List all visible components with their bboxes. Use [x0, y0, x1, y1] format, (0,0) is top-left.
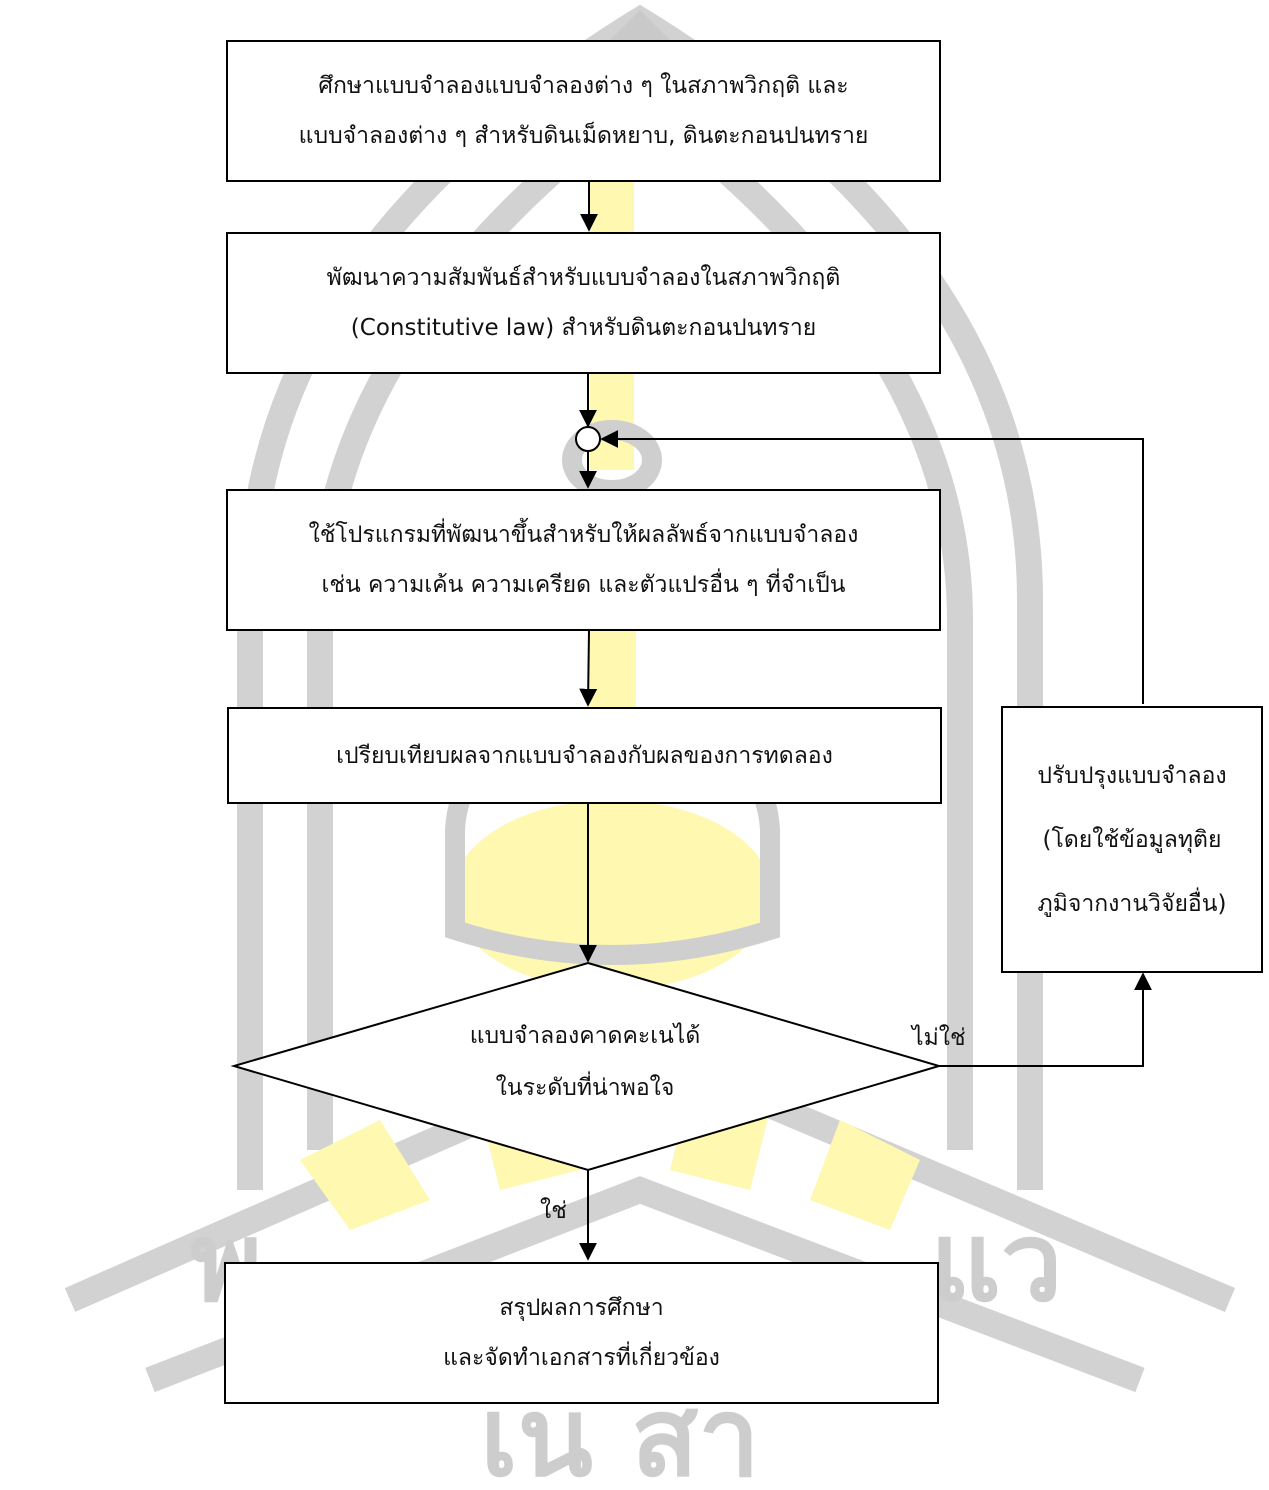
- step-improve-model: ปรับปรุงแบบจำลอง (โดยใช้ข้อมูลทุติย ภูมิ…: [1001, 706, 1263, 973]
- step-run-program-line1: ใช้โปรแกรมที่พัฒนาขึ้นสำหรับให้ผลลัพธ์จา…: [308, 522, 859, 548]
- decision-line1: แบบจำลองคาดคะเนได้: [469, 1023, 701, 1049]
- step-run-program: ใช้โปรแกรมที่พัฒนาขึ้นสำหรับให้ผลลัพธ์จา…: [226, 489, 941, 631]
- junction-circle: [575, 426, 601, 452]
- step-develop-line2: (Constitutive law) สำหรับดินตะกอนปนทราย: [350, 315, 817, 341]
- label-no: ไม่ใช่: [912, 1025, 966, 1051]
- svg-text:แว: แว: [930, 1197, 1063, 1326]
- step-study-models-line1: ศึกษาแบบจำลองแบบจำลองต่าง ๆ ในสภาพวิกฤติ…: [318, 73, 849, 99]
- step-run-program-line2: เช่น ความเค้น ความเครียด และตัวแปรอื่น ๆ…: [321, 572, 846, 598]
- step-study-models: ศึกษาแบบจำลองแบบจำลองต่าง ๆ ในสภาพวิกฤติ…: [226, 40, 941, 182]
- step-compare-results: เปรียบเทียบผลจากแบบจำลองกับผลของการทดลอง: [227, 707, 942, 804]
- step-study-models-line2: แบบจำลองต่าง ๆ สำหรับดินเม็ดหยาบ, ดินตะก…: [298, 123, 869, 149]
- step-conclusion-line2: และจัดทำเอกสารที่เกี่ยวข้อง: [443, 1345, 720, 1371]
- arrow-b3-b4: [579, 629, 598, 707]
- step-develop-constitutive-law: พัฒนาความสัมพันธ์สำหรับแบบจำลองในสภาพวิก…: [226, 232, 941, 374]
- arrow-b5-junction: [600, 430, 1144, 704]
- step-improve-line2: (โดยใช้ข้อมูลทุติย: [1042, 826, 1222, 853]
- step-improve-line3: ภูมิจากงานวิจัยอื่น): [1037, 890, 1227, 917]
- arrow-no-b5: [939, 972, 1152, 1067]
- decision-line2: ในระดับที่น่าพอใจ: [495, 1075, 675, 1101]
- step-conclusion-line1: สรุปผลการศึกษา: [499, 1295, 664, 1321]
- step-improve-line1: ปรับปรุงแบบจำลอง: [1037, 762, 1227, 789]
- step-compare-line1: เปรียบเทียบผลจากแบบจำลองกับผลของการทดลอง: [336, 742, 833, 769]
- step-conclusion: สรุปผลการศึกษา และจัดทำเอกสารที่เกี่ยวข้…: [224, 1262, 939, 1404]
- step-develop-line1: พัฒนาความสัมพันธ์สำหรับแบบจำลองในสภาพวิก…: [326, 265, 841, 291]
- decision-text: แบบจำลองคาดคะเนได้ ในระดับที่น่าพอใจ: [335, 1010, 835, 1114]
- label-yes: ใช่: [540, 1198, 567, 1224]
